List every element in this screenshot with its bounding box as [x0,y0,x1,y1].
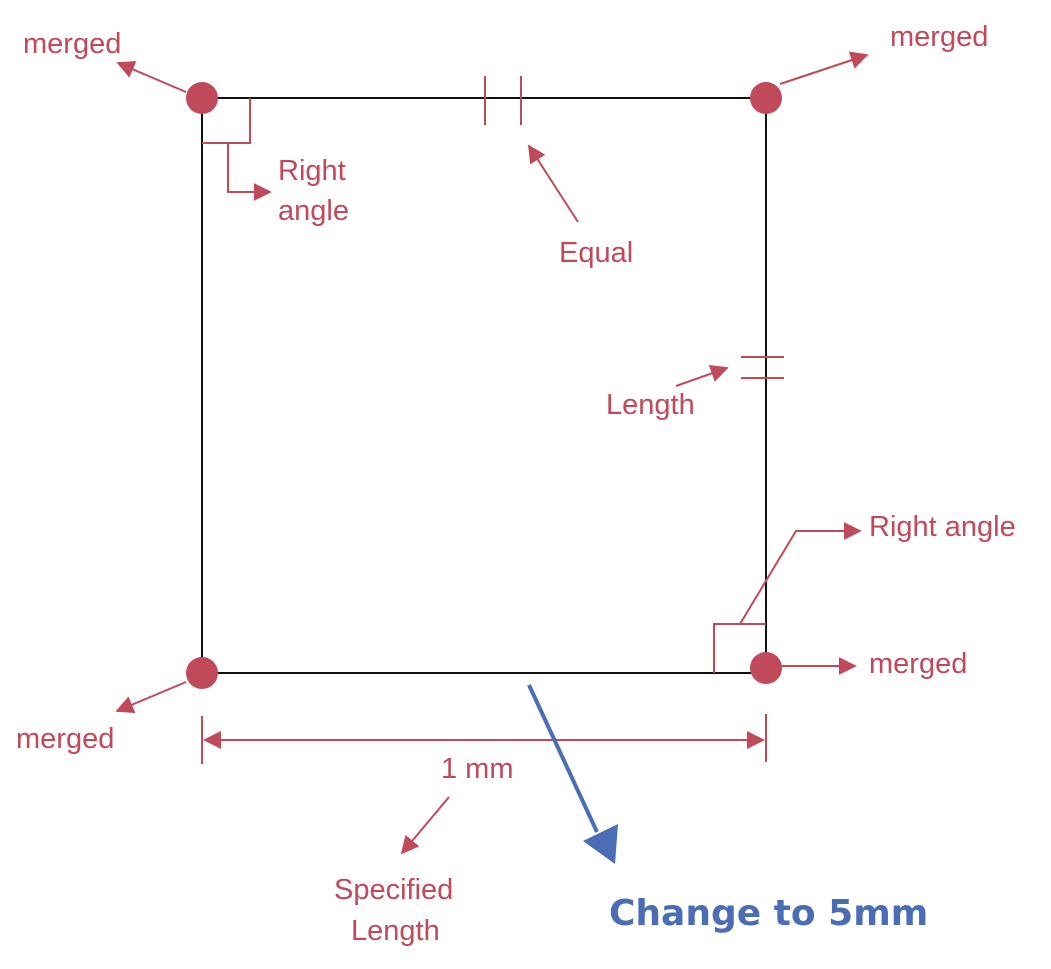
right-angle-label-top-left-line1: Right [278,155,346,187]
merged-label-top-right: merged [890,21,988,53]
right-angle-label-top-left-line2: angle [278,195,349,227]
merged-vertex-bottom-left [186,657,218,689]
right-angle-label-bottom-right: Right angle [869,511,1016,543]
length-label: Length [606,389,695,421]
right-angle-symbol-bottom-right [713,623,766,673]
change-label: Change to 5mm [609,893,928,934]
merged-label-top-left: merged [23,28,121,60]
merged-arrow-bottom-left [115,681,187,714]
right-angle-leader-top-left [227,143,272,201]
dimension-arrowhead-right [747,731,765,749]
change-arrowhead [583,824,618,864]
merged-vertex-bottom-right [750,652,782,684]
equal-label: Equal [559,237,633,269]
merged-vertex-top-left [186,82,218,114]
merged-label-bottom-left: merged [16,723,114,755]
merged-label-bottom-right: merged [869,648,967,680]
equal-leader [528,144,579,223]
specified-length-label-line1: Specified [334,874,453,906]
merged-arrow-top-left [116,61,187,93]
length-leader [675,364,729,387]
merged-arrow-top-right [779,51,869,85]
dimension-label: 1 mm [441,753,514,785]
dimension-arrowhead-left [203,731,221,749]
right-angle-symbol-top-left [202,98,251,144]
change-arrow-shaft [527,684,599,833]
merged-vertex-top-right [750,82,782,114]
right-angle-leader-bottom-right [739,522,862,625]
specified-length-label-line2: Length [351,915,440,947]
specified-length-leader [400,796,450,855]
